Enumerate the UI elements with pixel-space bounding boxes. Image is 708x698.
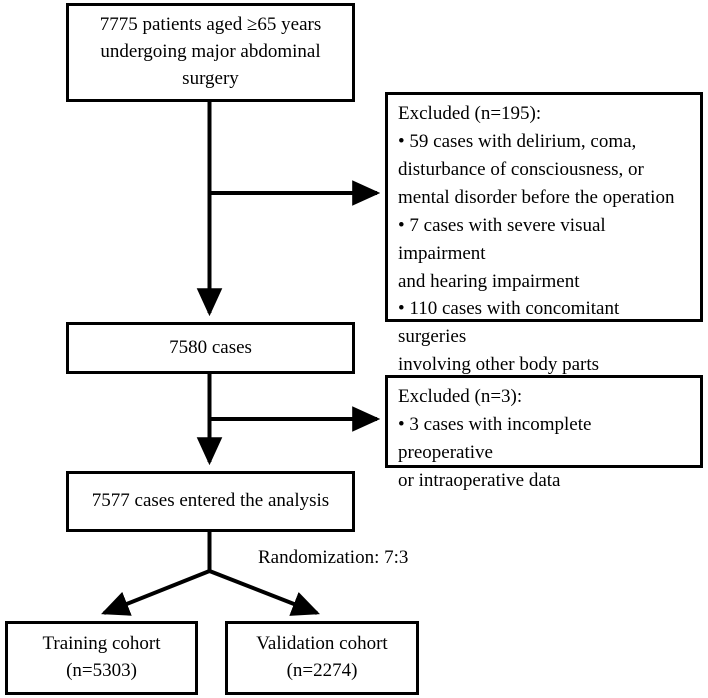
node-cases-analysis-line-1: 7577 cases entered the analysis xyxy=(91,490,330,512)
node-cohort-total-line-3: surgery xyxy=(182,67,239,89)
node-excluded-195-line-3: disturbance of consciousness, or xyxy=(398,158,644,180)
node-excluded-3-heading: Excluded (n=3): xyxy=(398,386,523,407)
node-cases-7580-text: 7580 cases xyxy=(69,335,352,362)
node-training-cohort-text: Training cohort (n=5303) xyxy=(8,631,195,685)
node-cases-analysis-text: 7577 cases entered the analysis xyxy=(69,488,352,515)
node-excluded-3: Excluded (n=3): • 3 cases with incomplet… xyxy=(385,375,703,491)
node-excluded-195-line-6: and hearing impairment xyxy=(398,270,580,292)
node-excluded-3-text: Excluded (n=3): • 3 cases with incomplet… xyxy=(398,383,691,495)
node-validation-cohort-line-1: Validation cohort xyxy=(256,633,388,655)
edge-label-randomization: Randomization: 7:3 xyxy=(258,547,409,568)
node-cohort-total: 7775 patients aged ≥65 years undergoing … xyxy=(66,3,355,102)
node-validation-cohort-text: Validation cohort (n=2274) xyxy=(228,631,416,685)
node-cohort-total-line-1: 7775 patients aged ≥65 years xyxy=(99,14,322,36)
node-cohort-total-line-2: undergoing major abdominal xyxy=(100,41,321,63)
node-excluded-195-line-7: • 110 cases with concomitant surgeries xyxy=(398,298,620,348)
node-excluded-195-line-8: involving other body parts xyxy=(398,354,600,376)
node-excluded-195-line-5: • 7 cases with severe visual impairment xyxy=(398,214,606,264)
node-excluded-195-line-4: mental disorder before the operation xyxy=(398,186,675,208)
node-cohort-total-text: 7775 patients aged ≥65 years undergoing … xyxy=(69,12,352,93)
node-excluded-195-text: Excluded (n=195): • 59 cases with deliri… xyxy=(398,100,691,379)
node-training-cohort: Training cohort (n=5303) xyxy=(5,621,198,695)
node-excluded-3-line-2: • 3 cases with incomplete preoperative xyxy=(398,413,592,463)
node-cases-analysis: 7577 cases entered the analysis xyxy=(66,471,355,532)
node-training-cohort-line-2: (n=5303) xyxy=(66,660,137,681)
connector-split-to-training xyxy=(101,569,211,616)
node-excluded-3-line-3: or intraoperative data xyxy=(398,469,561,491)
node-validation-cohort-line-2: (n=2274) xyxy=(286,660,358,681)
connector-split-to-validation xyxy=(208,569,320,616)
node-cases-7580: 7580 cases xyxy=(66,322,355,374)
node-training-cohort-line-1: Training cohort xyxy=(42,633,161,655)
node-cases-7580-line-1: 7580 cases xyxy=(169,336,252,358)
node-excluded-195-heading: Excluded (n=195): xyxy=(398,103,542,124)
node-validation-cohort: Validation cohort (n=2274) xyxy=(225,621,419,695)
node-excluded-195: Excluded (n=195): • 59 cases with deliri… xyxy=(385,92,703,375)
node-excluded-195-line-2: • 59 cases with delirium, coma, xyxy=(398,130,637,152)
